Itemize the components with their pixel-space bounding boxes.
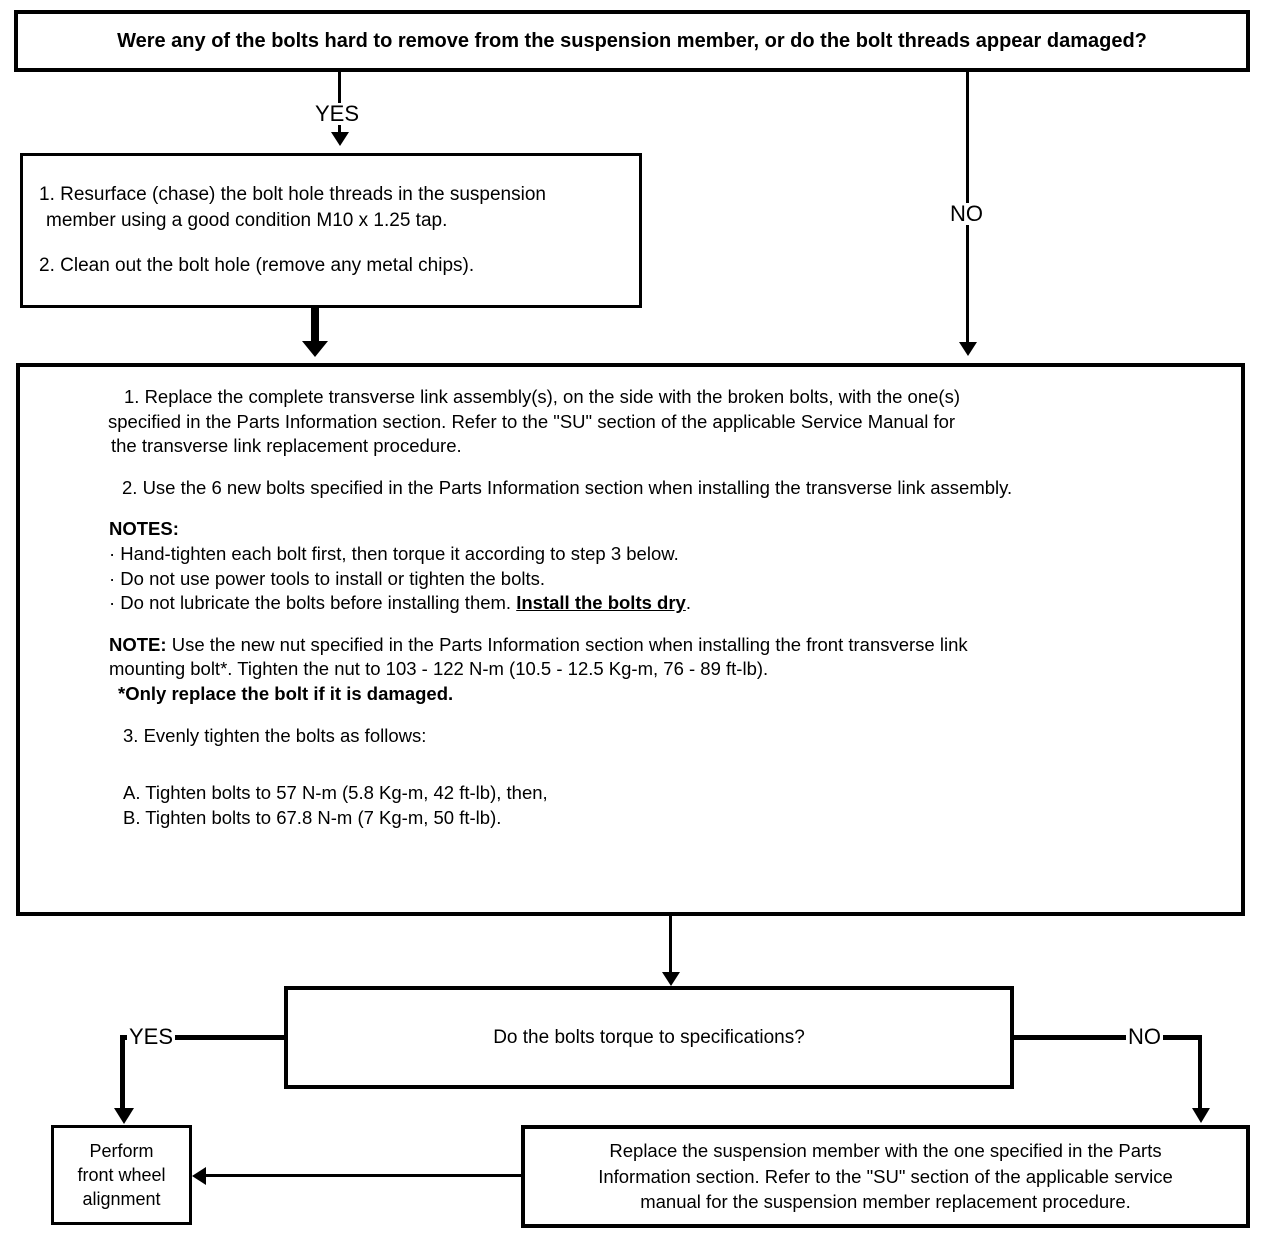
connector-decision-yes-arrowhead [114,1108,134,1124]
node-question-bolts-hard-to-remove: Were any of the bolts hard to remove fro… [14,10,1250,72]
edge-label-question-no: NO [948,201,985,226]
connector-replace-to-alignment-arrowhead [192,1167,206,1185]
node-procedure-step-1-line-2: specified in the Parts Information secti… [108,410,956,432]
node-procedure-step-3b: B. Tighten bolts to 67.8 N-m (7 Kg-m, 50… [123,806,502,828]
node-alignment-text: Perform front wheel alignment [54,1139,189,1212]
node-procedure-step-3: 3. Evenly tighten the bolts as follows: [123,724,427,746]
connector-decision-no-arrowhead [1192,1108,1210,1123]
connector-procedure-to-decision-arrowhead [662,972,680,986]
node-procedure-note-bullet-3-emphasis: Install the bolts dry [516,592,686,614]
node-perform-front-wheel-alignment: Perform front wheel alignment [51,1125,192,1225]
node-resurface-bolt-hole-threads: 1. Resurface (chase) the bolt hole threa… [20,153,642,308]
connector-decision-no-vertical [1198,1035,1202,1111]
node-procedure-note-line-3-rest: if it is damaged. [308,682,454,704]
connector-procedure-to-decision-vertical [669,916,672,972]
connector-resurface-to-procedure-vertical [311,308,319,348]
node-replace-text: Replace the suspension member with the o… [525,1138,1246,1215]
node-resurface-step-2: 2. Clean out the bolt hole (remove any m… [39,255,475,277]
node-decision-text: Do the bolts torque to specifications? [493,1026,805,1048]
node-procedure-note-line-2: mounting bolt*. Tighten the nut to 103 -… [109,658,769,680]
connector-question-yes-vertical [338,72,341,132]
node-replace-line-2: Information section. Refer to the "SU" s… [598,1165,1173,1187]
node-replace-suspension-member: Replace the suspension member with the o… [521,1125,1250,1228]
node-alignment-line-2: front wheel [77,1164,166,1185]
node-procedure-note-line-3-emphasis: *Only replace the bolt [118,682,309,704]
connector-question-no-arrowhead [959,342,977,356]
node-procedure-note-label: NOTE: [109,633,167,655]
node-replace-line-1: Replace the suspension member with the o… [609,1140,1162,1162]
edge-label-decision-no: NO [1126,1024,1163,1049]
node-procedure-note-line-3: *Only replace the bolt if it is damaged. [109,682,1219,707]
node-procedure-body: 1. Replace the complete transverse link … [20,367,1241,830]
edge-label-decision-yes: YES [127,1024,176,1049]
node-procedure-step-3-substeps: A. Tighten bolts to 57 N-m (5.8 Kg-m, 42… [123,781,1219,830]
node-procedure-note-line-1: NOTE: Use the new nut specified in the P… [109,633,1219,658]
node-question-text: Were any of the bolts hard to remove fro… [117,29,1147,52]
node-procedure-notes-heading: NOTES: [109,518,179,540]
node-procedure-note-bullet-2: · Do not use power tools to install or t… [109,567,546,589]
node-alignment-line-3: alignment [82,1189,161,1210]
node-resurface-step-1: 1. Resurface (chase) the bolt hole threa… [39,182,623,233]
node-resurface-step-1-line-2: member using a good condition M10 x 1.25… [46,209,448,231]
connector-resurface-to-procedure-arrowhead [302,341,328,357]
node-procedure-step-2: 2. Use the 6 new bolts specified in the … [122,476,1013,498]
connector-decision-yes-horizontal [122,1035,284,1040]
node-alignment-line-1: Perform [89,1140,154,1161]
connector-question-yes-arrowhead [331,132,349,146]
connector-decision-no-horizontal [1014,1035,1202,1040]
node-procedure-note-bullet-1: · Hand-tighten each bolt first, then tor… [109,542,679,564]
node-procedure-step-1-line-1: 1. Replace the complete transverse link … [124,386,960,407]
node-procedure-note-bullet-3-prefix: · Do not lubricate the bolts before inst… [109,592,517,614]
node-resurface-step-1-line-1: 1. Resurface (chase) the bolt hole threa… [39,184,546,206]
node-procedure-note-line-1-text: Use the new nut specified in the Parts I… [166,633,968,655]
node-procedure-step-3a: A. Tighten bolts to 57 N-m (5.8 Kg-m, 42… [123,782,548,804]
node-resurface-body: 1. Resurface (chase) the bolt hole threa… [23,182,639,279]
connector-replace-to-alignment-horizontal [204,1174,521,1177]
node-procedure-step-1-line-3: the transverse link replacement procedur… [111,435,462,457]
node-decision-bolts-torque-to-spec: Do the bolts torque to specifications? [284,986,1014,1089]
node-procedure-replace-transverse-link: 1. Replace the complete transverse link … [16,363,1245,916]
node-procedure-notes-group: NOTES: · Hand-tighten each bolt first, t… [109,517,1219,615]
node-replace-line-3: manual for the suspension member replace… [640,1191,1131,1213]
edge-label-question-yes: YES [313,101,362,126]
connector-decision-yes-vertical [120,1035,125,1111]
node-procedure-note-bullet-3-suffix: . [685,592,691,614]
node-procedure-step-1: 1. Replace the complete transverse link … [108,385,1219,459]
node-procedure-note-bullet-3: · Do not lubricate the bolts before inst… [109,591,1219,616]
node-procedure-note-nut-group: NOTE: Use the new nut specified in the P… [109,633,1219,707]
